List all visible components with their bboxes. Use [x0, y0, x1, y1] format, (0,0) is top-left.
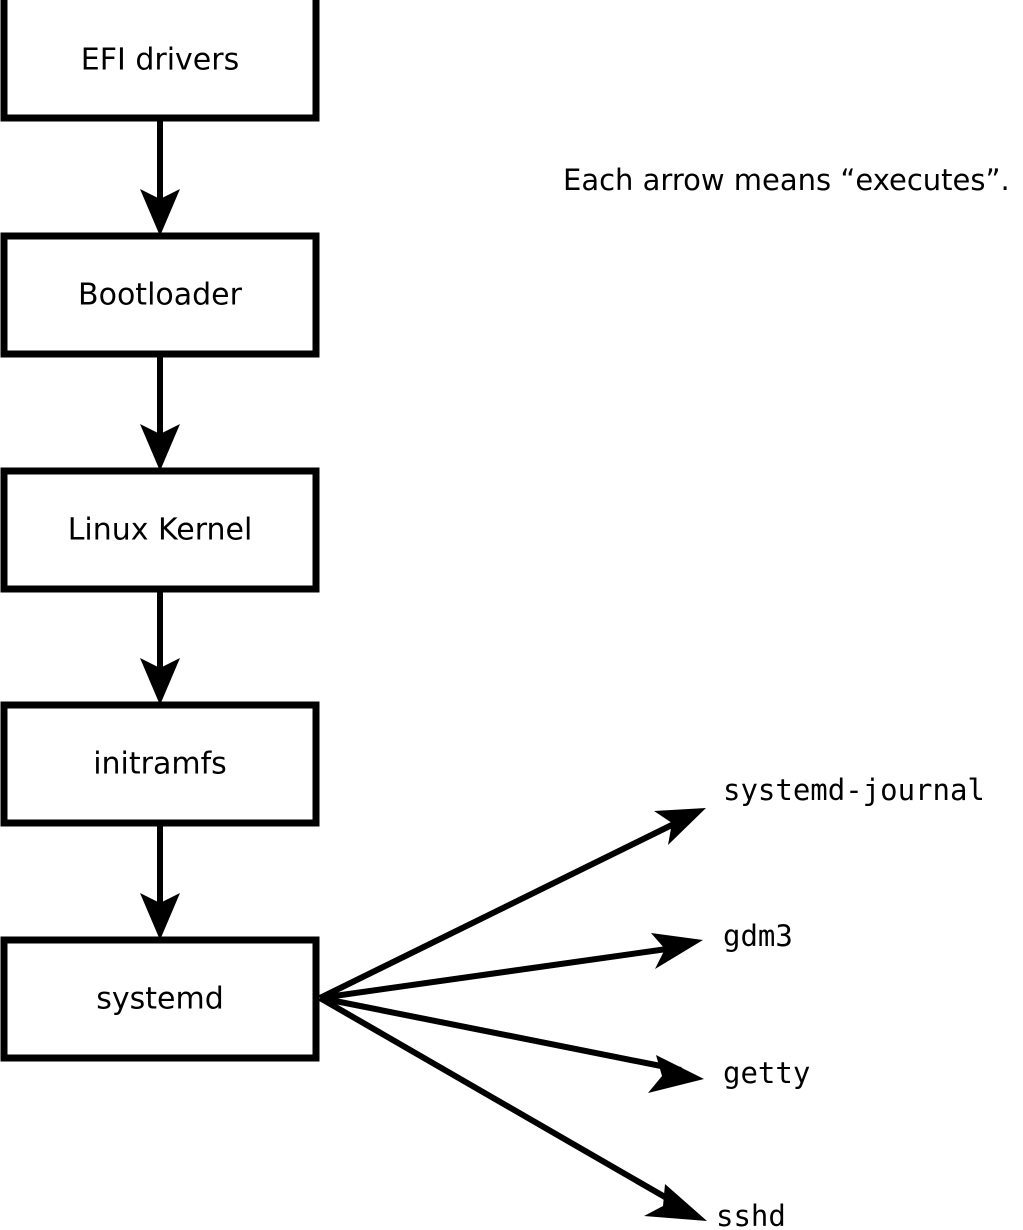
box-outline — [0, 936, 320, 1062]
arrow-head-icon — [651, 933, 703, 969]
box-label: EFI drivers — [81, 43, 239, 78]
chain-edge-kernel-to-initramfs — [140, 588, 180, 705]
service-label-group: systemd-journal gdm3 getty sshd — [716, 773, 985, 1230]
service-label-gdm3: gdm3 — [723, 919, 793, 953]
service-label-systemd-journal: systemd-journal — [723, 773, 985, 807]
box-label: Linux Kernel — [68, 513, 253, 548]
edge-line — [319, 995, 682, 1073]
box-systemd[interactable]: systemd — [0, 936, 320, 1062]
box-outline — [0, 0, 320, 122]
edge-line — [318, 995, 686, 1211]
legend-note: Each arrow means “executes”. — [563, 163, 1010, 197]
box-outline — [0, 701, 320, 827]
arrow-head-icon — [648, 1055, 704, 1093]
chain-edge-bootloader-to-kernel — [140, 353, 180, 471]
arrow-head-down-icon — [140, 658, 180, 705]
boot-chain-boxes: EFI drivers Bootloader Linux Kernel init… — [0, 0, 320, 1062]
box-label: Bootloader — [78, 278, 243, 313]
arrow-head-down-icon — [140, 893, 180, 940]
chain-edge-efi-to-bootloader — [140, 118, 180, 236]
box-label: initramfs — [93, 747, 227, 782]
arrow-head-down-icon — [140, 189, 180, 236]
box-label: systemd — [96, 982, 224, 1017]
chain-edge-group — [140, 118, 180, 940]
box-efi-drivers[interactable]: EFI drivers — [0, 0, 320, 122]
box-outline — [0, 232, 320, 358]
box-initramfs[interactable]: initramfs — [0, 701, 320, 827]
arrow-head-icon — [644, 1184, 707, 1221]
fanout-edge-systemd-journal — [318, 808, 706, 1001]
arrow-head-icon — [654, 808, 706, 845]
edge-line — [318, 816, 686, 1001]
fanout-edge-group — [318, 808, 707, 1221]
fanout-edge-getty — [319, 995, 704, 1093]
box-linux-kernel[interactable]: Linux Kernel — [0, 467, 320, 593]
service-label-sshd: sshd — [716, 1199, 786, 1230]
fanout-edge-gdm3 — [319, 933, 703, 1001]
service-label-getty: getty — [723, 1056, 810, 1090]
chain-edge-initramfs-to-systemd — [140, 822, 180, 940]
arrow-head-down-icon — [140, 424, 180, 471]
fanout-edge-sshd — [318, 995, 707, 1221]
edge-line — [319, 944, 682, 1001]
box-outline — [0, 467, 320, 593]
box-bootloader[interactable]: Bootloader — [0, 232, 320, 358]
